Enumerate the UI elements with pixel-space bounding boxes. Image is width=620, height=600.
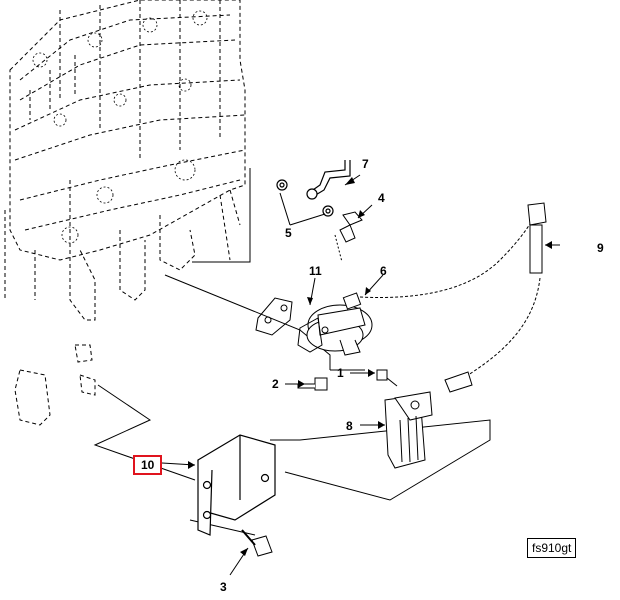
mounting-bracket [197, 434, 276, 536]
callout-11: 11 [309, 264, 322, 278]
fuel-transfer-pump [306, 292, 373, 356]
bolts [241, 369, 398, 557]
callout-9: 9 [597, 241, 604, 255]
figure-id-label: fs910gt [527, 538, 577, 558]
callout-2: 2 [272, 377, 279, 391]
callout-7: 7 [362, 157, 369, 171]
callout-8: 8 [346, 419, 353, 433]
fuel-line [276, 160, 351, 217]
hose-fitting [444, 202, 547, 393]
leader-arrows [161, 174, 560, 576]
callout-4: 4 [378, 191, 385, 205]
callout-6: 6 [380, 264, 387, 278]
callout-3: 3 [220, 580, 227, 594]
engine-block-details [32, 10, 208, 244]
fuel-hose [359, 214, 541, 381]
callout-5: 5 [285, 226, 292, 240]
assembly-guide-lines [93, 168, 491, 536]
arrow-heads [188, 177, 552, 556]
callout-1: 1 [337, 366, 344, 380]
pump-gasket [255, 297, 323, 353]
callout-10-highlighted: 10 [133, 455, 163, 475]
fuel-filter [384, 391, 433, 469]
engine-block [4, 0, 246, 426]
banjo-fitting [334, 211, 363, 263]
